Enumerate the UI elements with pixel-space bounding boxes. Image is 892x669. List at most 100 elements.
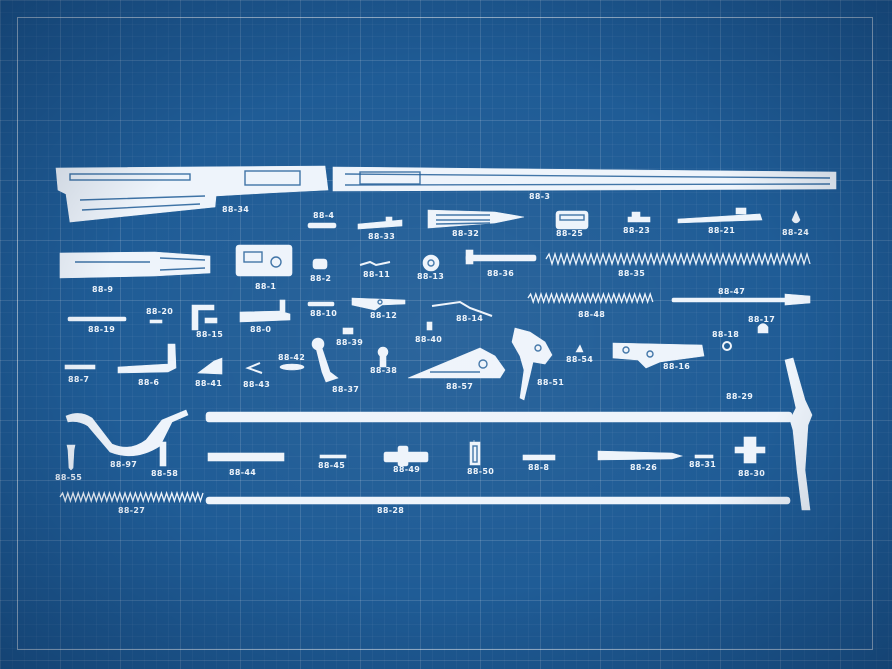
label-88-37: 88-37 bbox=[332, 385, 360, 394]
label-88-26: 88-26 bbox=[630, 463, 658, 472]
hook-part bbox=[117, 343, 177, 374]
tiny-cap-part bbox=[757, 323, 769, 334]
label-88-17: 88-17 bbox=[748, 315, 776, 324]
guide-rod-part bbox=[465, 249, 537, 265]
label-88-1: 88-1 bbox=[255, 282, 277, 291]
hammer-part bbox=[612, 342, 705, 369]
label-88-35: 88-35 bbox=[618, 269, 646, 278]
label-88-49: 88-49 bbox=[393, 465, 421, 474]
flat-bar-part bbox=[207, 452, 285, 462]
label-88-97: 88-97 bbox=[110, 460, 138, 469]
label-88-33: 88-33 bbox=[368, 232, 396, 241]
label-88-25: 88-25 bbox=[556, 229, 584, 238]
tiny-dash-part bbox=[694, 454, 714, 459]
label-88-12: 88-12 bbox=[370, 311, 398, 320]
pointed-pin-part bbox=[66, 444, 76, 471]
curved-clip-part bbox=[245, 362, 263, 374]
label-88-32: 88-32 bbox=[452, 229, 480, 238]
long-tube-part bbox=[205, 411, 793, 423]
latch-part bbox=[239, 299, 291, 323]
rod-part bbox=[677, 207, 763, 224]
label-88-47: 88-47 bbox=[718, 287, 746, 296]
long-spring-part bbox=[545, 251, 811, 267]
ring-part bbox=[422, 254, 440, 272]
label-88-31: 88-31 bbox=[689, 460, 717, 469]
label-88-28: 88-28 bbox=[377, 506, 405, 515]
bolt-carrier-part bbox=[427, 209, 525, 229]
label-88-2: 88-2 bbox=[310, 274, 332, 283]
dash-part bbox=[319, 454, 347, 459]
hammer-arm-part bbox=[311, 337, 339, 383]
label-88-41: 88-41 bbox=[195, 379, 223, 388]
tiny-block-part bbox=[342, 327, 354, 335]
wire-part bbox=[359, 260, 391, 267]
label-88-27: 88-27 bbox=[118, 506, 146, 515]
label-88-9: 88-9 bbox=[92, 285, 114, 294]
screw-part bbox=[383, 445, 429, 467]
plunger-part bbox=[377, 346, 389, 368]
claw-part bbox=[197, 357, 223, 375]
label-88-50: 88-50 bbox=[467, 467, 495, 476]
label-88-44: 88-44 bbox=[229, 468, 257, 477]
tiny-ring-part bbox=[722, 341, 732, 351]
label-88-19: 88-19 bbox=[88, 325, 116, 334]
op-rod-part bbox=[671, 293, 811, 306]
cone-part bbox=[575, 344, 584, 353]
label-88-4: 88-4 bbox=[313, 211, 335, 220]
label-88-21: 88-21 bbox=[708, 226, 736, 235]
cleaning-rod-part bbox=[205, 496, 791, 505]
label-88-36: 88-36 bbox=[487, 269, 515, 278]
label-88-30: 88-30 bbox=[738, 469, 766, 478]
trigger-guard-part bbox=[65, 409, 189, 457]
label-88-42: 88-42 bbox=[278, 353, 306, 362]
bushing-part bbox=[469, 440, 481, 466]
label-88-48: 88-48 bbox=[578, 310, 606, 319]
drop-part bbox=[791, 210, 801, 224]
label-88-29: 88-29 bbox=[726, 392, 754, 401]
housing-block-part bbox=[235, 244, 293, 277]
lever-part bbox=[351, 297, 406, 311]
label-88-7: 88-7 bbox=[68, 375, 90, 384]
short-pin-part bbox=[149, 319, 163, 324]
label-88-51: 88-51 bbox=[537, 378, 565, 387]
label-88-8: 88-8 bbox=[528, 463, 550, 472]
label-88-20: 88-20 bbox=[146, 307, 174, 316]
label-88-38: 88-38 bbox=[370, 366, 398, 375]
receiver-part bbox=[55, 165, 329, 223]
tee-handle-part bbox=[734, 436, 766, 464]
oval-part bbox=[279, 363, 305, 371]
label-88-3: 88-3 bbox=[529, 192, 551, 201]
clip-part bbox=[627, 211, 651, 223]
cleaning-rod-tee-part bbox=[784, 357, 813, 511]
small-nut-part bbox=[312, 258, 328, 270]
label-88-13: 88-13 bbox=[417, 272, 445, 281]
blueprint-frame bbox=[17, 17, 873, 650]
trigger-housing-part bbox=[407, 347, 506, 379]
mid-spring-part bbox=[527, 291, 654, 305]
label-88-39: 88-39 bbox=[336, 338, 364, 347]
small-post-part bbox=[159, 441, 167, 467]
label-88-58: 88-58 bbox=[151, 469, 179, 478]
bar-part bbox=[357, 216, 403, 230]
label-88-54: 88-54 bbox=[566, 355, 594, 364]
label-88-34: 88-34 bbox=[222, 205, 250, 214]
pin-part bbox=[307, 222, 337, 229]
label-88-0: 88-0 bbox=[250, 325, 272, 334]
bracket-part bbox=[191, 304, 218, 331]
trigger-part bbox=[511, 327, 553, 401]
slim-bar-part bbox=[307, 301, 335, 307]
label-88-10: 88-10 bbox=[310, 309, 338, 318]
recoil-spring-part bbox=[59, 490, 204, 504]
label-88-23: 88-23 bbox=[623, 226, 651, 235]
label-88-43: 88-43 bbox=[243, 380, 271, 389]
short-rod-part bbox=[522, 454, 556, 461]
firing-pin-part bbox=[597, 450, 684, 461]
label-88-14: 88-14 bbox=[456, 314, 484, 323]
label-88-6: 88-6 bbox=[138, 378, 160, 387]
label-88-24: 88-24 bbox=[782, 228, 810, 237]
label-88-57: 88-57 bbox=[446, 382, 474, 391]
label-88-40: 88-40 bbox=[415, 335, 443, 344]
tiny-pin-part bbox=[426, 321, 433, 331]
